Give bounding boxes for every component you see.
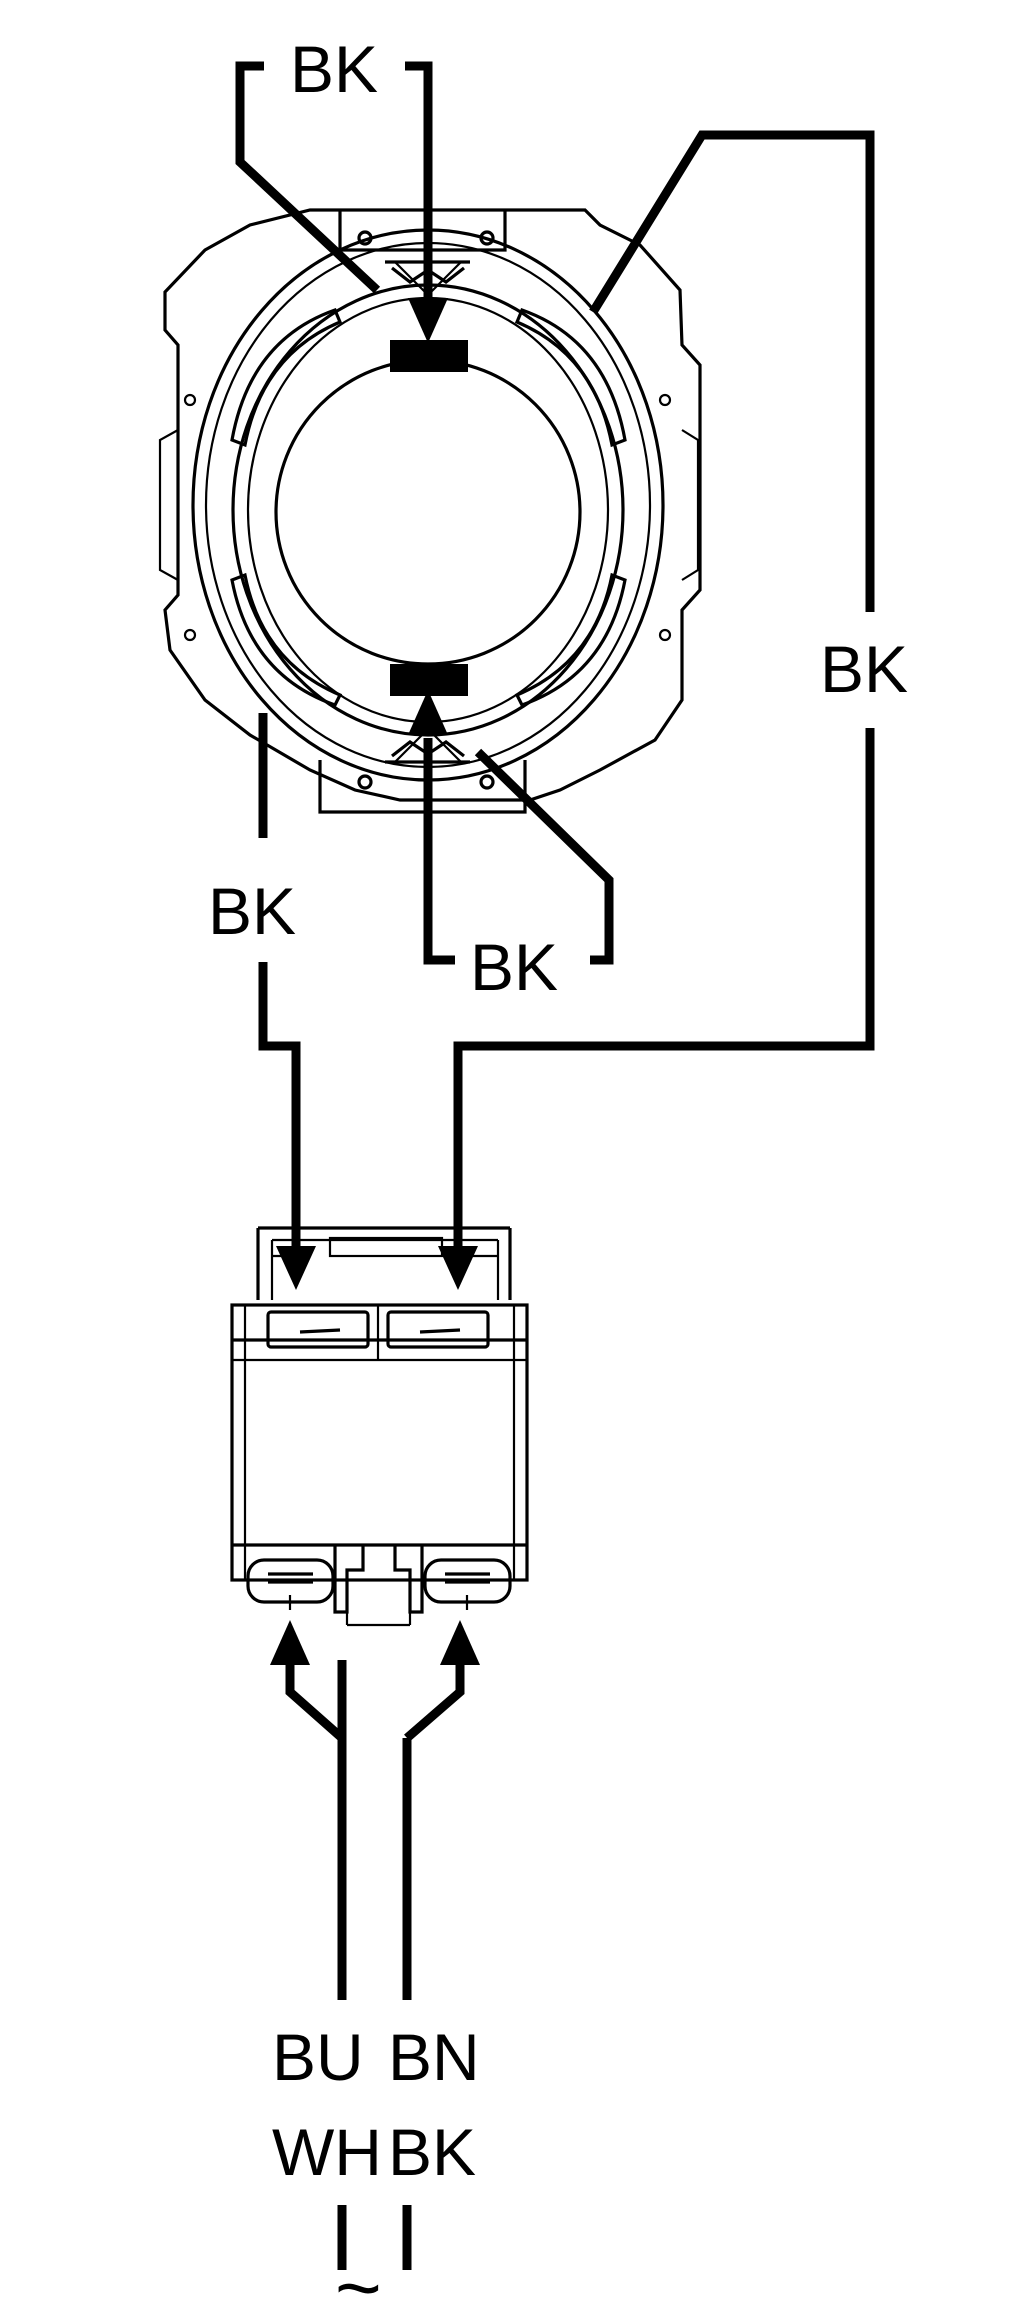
screw-hole-icon — [183, 628, 197, 642]
arrow-down-icon — [438, 1246, 478, 1290]
screw-hole-icon — [183, 393, 197, 407]
label-wire-top: BK — [290, 32, 378, 106]
terminal-clamp-top-right — [386, 1310, 490, 1349]
arrow-up-icon — [440, 1620, 480, 1665]
wire-top-right — [405, 61, 433, 318]
wire-bottom-right — [474, 748, 614, 965]
wire-bottom-left — [423, 738, 455, 965]
label-wire-left: BK — [208, 874, 296, 948]
terminal-center-notch — [333, 1545, 424, 1614]
lamp-top-tab — [338, 210, 507, 252]
screw-hole-icon — [658, 628, 672, 642]
arrowheads — [270, 298, 480, 1665]
lamp-contact-bottom — [390, 664, 468, 696]
label-wire-right: BK — [820, 632, 908, 706]
wire-right-lower — [453, 728, 875, 1248]
wire-left-lower — [258, 962, 301, 1248]
arrow-down-icon — [276, 1246, 316, 1290]
terminal-block — [230, 1226, 529, 1627]
lamp-mounting-frame — [163, 208, 702, 802]
lamp-contact-top — [390, 340, 468, 372]
wire-top-left — [235, 61, 381, 294]
terminal-clamp-top-left — [266, 1310, 370, 1349]
label-wire-bottom: BK — [470, 930, 558, 1004]
arrow-up-icon — [270, 1620, 310, 1665]
lamp-bulb — [274, 358, 582, 666]
label-input-right-bottom: BK — [388, 2115, 476, 2189]
arrow-down-icon — [408, 298, 448, 343]
label-input-left-top: BU — [272, 2020, 364, 2094]
arrow-up-icon — [408, 690, 448, 735]
wire-input-left-bend — [285, 1660, 345, 1742]
terminal-top-cap — [256, 1226, 512, 1300]
label-input-left-bottom: WH — [272, 2115, 382, 2189]
labels: BK BK BK BK BU WH BN BK ~ — [208, 32, 908, 2321]
wire-input-right-bend — [404, 1660, 465, 1742]
screw-hole-icon — [658, 393, 672, 407]
label-input-right-top: BN — [388, 2020, 480, 2094]
terminal-body — [230, 1303, 529, 1582]
screw-hole-icon — [479, 774, 495, 790]
wires — [235, 61, 875, 2270]
ac-symbol: ~ — [335, 2243, 382, 2321]
wire-right-upper — [589, 130, 875, 612]
lamp-bottom-tab — [318, 760, 527, 814]
screw-hole-icon — [357, 774, 373, 790]
